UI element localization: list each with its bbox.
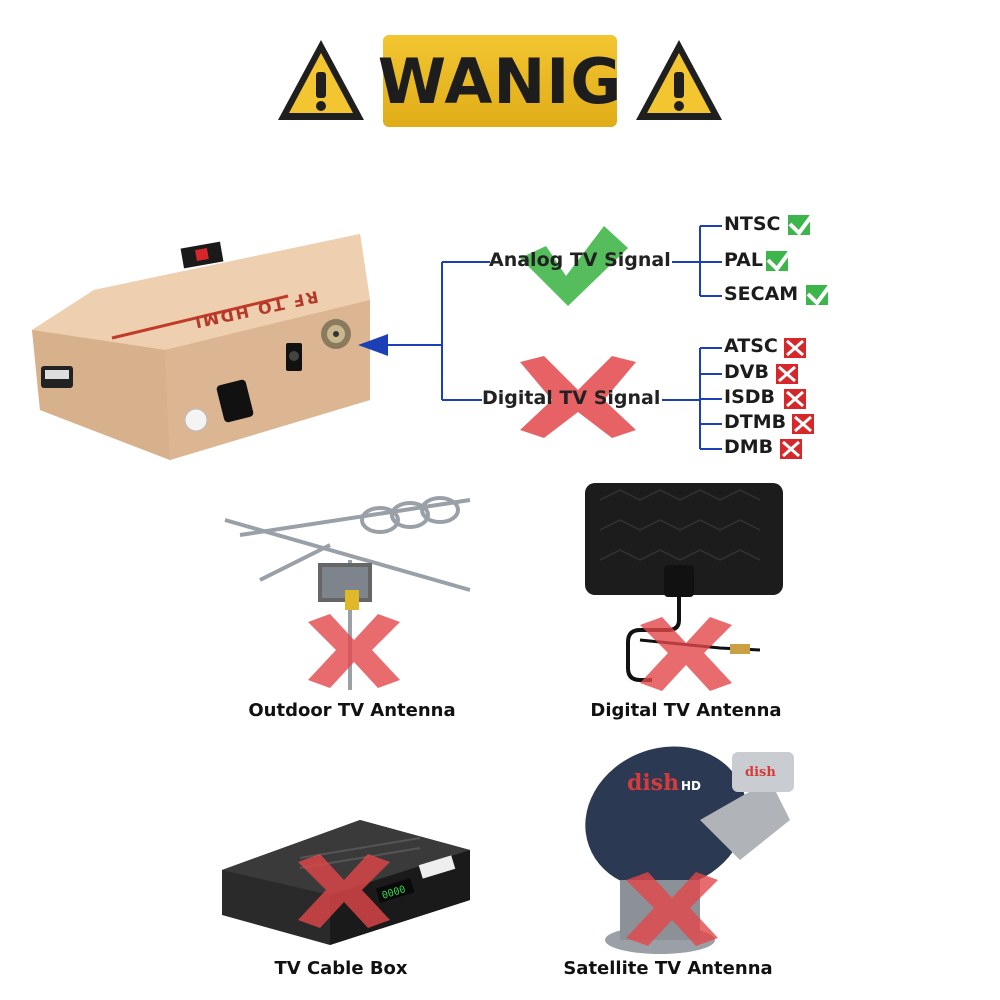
ntsc-check-icon <box>788 208 818 237</box>
banner-text: WANIG <box>377 44 623 118</box>
standard-secam: SECAM <box>724 283 799 305</box>
isdb-cross-icon <box>784 389 806 409</box>
standard-dvb: DVB <box>724 361 769 383</box>
caption-outdoor-antenna: Outdoor TV Antenna <box>248 700 456 721</box>
cable-box-cross-icon <box>298 854 390 928</box>
standard-isdb: ISDB <box>724 386 776 408</box>
atsc-cross-icon <box>784 338 806 358</box>
standard-dtmb: DTMB <box>724 411 787 433</box>
secam-check-icon <box>806 278 836 307</box>
digital-antenna-illustration <box>585 483 783 682</box>
pal-check-icon <box>766 244 796 273</box>
dvb-cross-icon <box>776 364 798 384</box>
digital-signal-label: Digital TV Signal <box>482 387 661 409</box>
dish-lnb-logo: dish <box>745 765 776 780</box>
signal-tree <box>375 225 722 450</box>
dtmb-cross-icon <box>792 414 814 434</box>
arrow-left-icon <box>358 334 388 356</box>
standard-ntsc: NTSC <box>724 213 781 235</box>
digital-cross-icon <box>520 356 636 438</box>
warning-banner: WANIG <box>378 35 621 127</box>
analog-check-icon <box>520 226 628 306</box>
outdoor-antenna-cross-icon <box>308 614 400 688</box>
rf-to-hdmi-device <box>32 234 370 460</box>
digital-antenna-cross-icon <box>640 617 732 691</box>
standard-pal: PAL <box>724 249 763 271</box>
dmb-cross-icon <box>780 439 802 459</box>
analog-signal-label: Analog TV Signal <box>489 249 671 271</box>
outdoor-antenna-illustration <box>224 496 471 690</box>
caption-cable-box: TV Cable Box <box>274 958 408 979</box>
standard-dmb: DMB <box>724 436 774 458</box>
satellite-cross-icon <box>626 872 718 946</box>
caption-digital-antenna: Digital TV Antenna <box>590 700 782 721</box>
caption-satellite-antenna: Satellite TV Antenna <box>563 958 773 979</box>
dish-brand-suffix: HD <box>681 779 701 793</box>
dish-brand-logo: dish <box>627 770 679 796</box>
standard-atsc: ATSC <box>724 335 778 357</box>
